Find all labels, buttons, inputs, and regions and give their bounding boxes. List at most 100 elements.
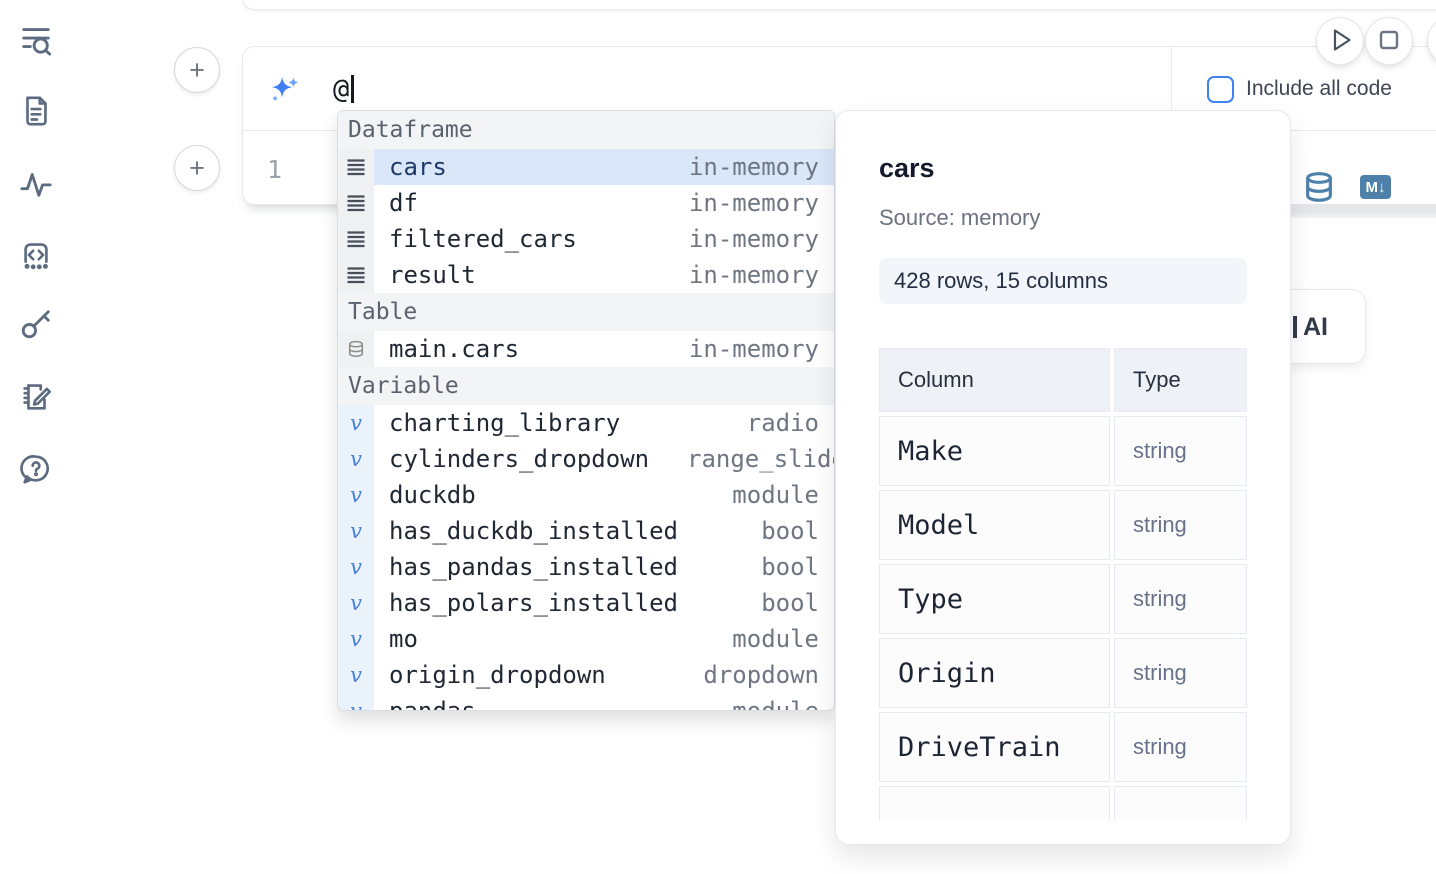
table-row-clipped bbox=[1114, 786, 1247, 821]
item-name: origin_dropdown bbox=[389, 661, 606, 689]
autocomplete-item[interactable]: result in-memory bbox=[338, 257, 834, 293]
item-name: charting_library bbox=[389, 409, 621, 437]
autocomplete-item[interactable]: main.cars in-memory bbox=[338, 331, 834, 367]
item-type: bool bbox=[761, 553, 819, 581]
scratchpad-button[interactable] bbox=[14, 375, 58, 419]
autocomplete-item[interactable]: v has_pandas_installed bool bbox=[338, 549, 834, 585]
item-type: module bbox=[732, 481, 819, 509]
dataframe-rows-icon bbox=[338, 185, 374, 221]
preview-source: Source: memory bbox=[879, 205, 1041, 230]
document-button[interactable] bbox=[14, 90, 58, 134]
item-type: in-memory bbox=[688, 225, 819, 253]
item-name: has_duckdb_installed bbox=[389, 517, 678, 545]
stop-icon bbox=[1365, 16, 1413, 67]
clipped-letter bbox=[1293, 316, 1297, 338]
variable-v-icon: v bbox=[338, 441, 374, 477]
key-icon bbox=[19, 307, 53, 344]
autocomplete-item[interactable]: v pandas module bbox=[338, 693, 834, 711]
table-cell-type: string bbox=[1114, 712, 1247, 782]
activity-button[interactable] bbox=[14, 162, 58, 206]
code-snippets-button[interactable] bbox=[14, 234, 58, 278]
prompt-divider bbox=[1171, 47, 1172, 131]
table-header-cell: Type bbox=[1114, 348, 1247, 412]
dataframe-rows-icon bbox=[338, 149, 374, 185]
table-header-cell: Column bbox=[879, 348, 1110, 412]
item-name: has_pandas_installed bbox=[389, 553, 678, 581]
autocomplete-item[interactable]: v has_duckdb_installed bool bbox=[338, 513, 834, 549]
run-icon bbox=[1316, 16, 1364, 67]
stop-button[interactable] bbox=[1365, 17, 1413, 65]
include-all-code-label: Include all code bbox=[1246, 77, 1392, 100]
item-type: in-memory bbox=[688, 335, 819, 363]
include-all-code-checkbox[interactable] bbox=[1207, 75, 1234, 103]
shape-chip: 428 rows, 15 columns bbox=[879, 258, 1247, 304]
code-snippets-icon bbox=[19, 238, 53, 275]
item-name: cars bbox=[389, 153, 447, 181]
item-type: bool bbox=[761, 589, 819, 617]
variable-v-icon: v bbox=[338, 621, 374, 657]
run-button[interactable] bbox=[1316, 17, 1364, 65]
scratchpad-icon bbox=[19, 379, 53, 416]
variable-v-icon: v bbox=[338, 405, 374, 441]
variable-v-icon: v bbox=[338, 477, 374, 513]
dataframe-rows-icon bbox=[338, 221, 374, 257]
item-type: range_slider bbox=[687, 445, 834, 473]
item-type: bool bbox=[761, 517, 819, 545]
table-cell-column: Type bbox=[879, 564, 1110, 634]
item-type: module bbox=[732, 625, 819, 653]
preview-title: cars bbox=[879, 153, 935, 183]
outline-search-icon bbox=[19, 22, 53, 59]
item-type: module bbox=[732, 697, 819, 711]
autocomplete-item[interactable]: v has_polars_installed bool bbox=[338, 585, 834, 621]
activity-icon bbox=[19, 166, 53, 203]
text-caret bbox=[351, 75, 354, 103]
table-cell-type: string bbox=[1114, 564, 1247, 634]
markdown-export-icon[interactable]: M↓ bbox=[1360, 175, 1391, 199]
autocomplete-section-header: Variable bbox=[338, 367, 834, 405]
item-name: result bbox=[389, 261, 476, 289]
item-name: pandas bbox=[389, 697, 476, 711]
variable-v-icon: v bbox=[338, 657, 374, 693]
sparkles-ai-icon bbox=[269, 74, 299, 104]
item-name: main.cars bbox=[389, 335, 520, 363]
key-button[interactable] bbox=[14, 303, 58, 347]
line-number: 1 bbox=[267, 155, 283, 184]
plus-icon: + bbox=[189, 152, 205, 183]
table-cell-column: Origin bbox=[879, 638, 1110, 708]
item-name: has_polars_installed bbox=[389, 589, 678, 617]
variable-v-icon: v bbox=[338, 585, 374, 621]
ai-prompt-input[interactable]: @ bbox=[333, 47, 354, 131]
document-icon bbox=[19, 94, 53, 131]
item-name: duckdb bbox=[389, 481, 476, 509]
add-cell-above-button[interactable]: + bbox=[174, 47, 220, 93]
table-cell-type: string bbox=[1114, 416, 1247, 486]
table-cell-column: Make bbox=[879, 416, 1110, 486]
variable-v-icon: v bbox=[338, 513, 374, 549]
table-cell-column: DriveTrain bbox=[879, 712, 1110, 782]
help-chat-button[interactable] bbox=[14, 448, 58, 492]
add-cell-below-button[interactable]: + bbox=[174, 145, 220, 191]
item-type: in-memory bbox=[688, 189, 819, 217]
table-cell-type: string bbox=[1114, 490, 1247, 560]
ai-button-label: AI bbox=[1303, 313, 1328, 341]
dataframe-preview-panel: cars Source: memory 428 rows, 15 columns… bbox=[835, 110, 1291, 845]
item-type: in-memory bbox=[688, 261, 819, 289]
variable-v-icon: v bbox=[338, 693, 374, 710]
database-icon[interactable] bbox=[1304, 171, 1334, 203]
table-cell-type: string bbox=[1114, 638, 1247, 708]
variable-v-icon: v bbox=[338, 549, 374, 585]
outline-search-button[interactable] bbox=[14, 18, 58, 62]
previous-cell[interactable] bbox=[242, 0, 1436, 10]
code-editor[interactable]: 1 M↓ bbox=[243, 131, 1436, 204]
table-cell-column: Model bbox=[879, 490, 1110, 560]
